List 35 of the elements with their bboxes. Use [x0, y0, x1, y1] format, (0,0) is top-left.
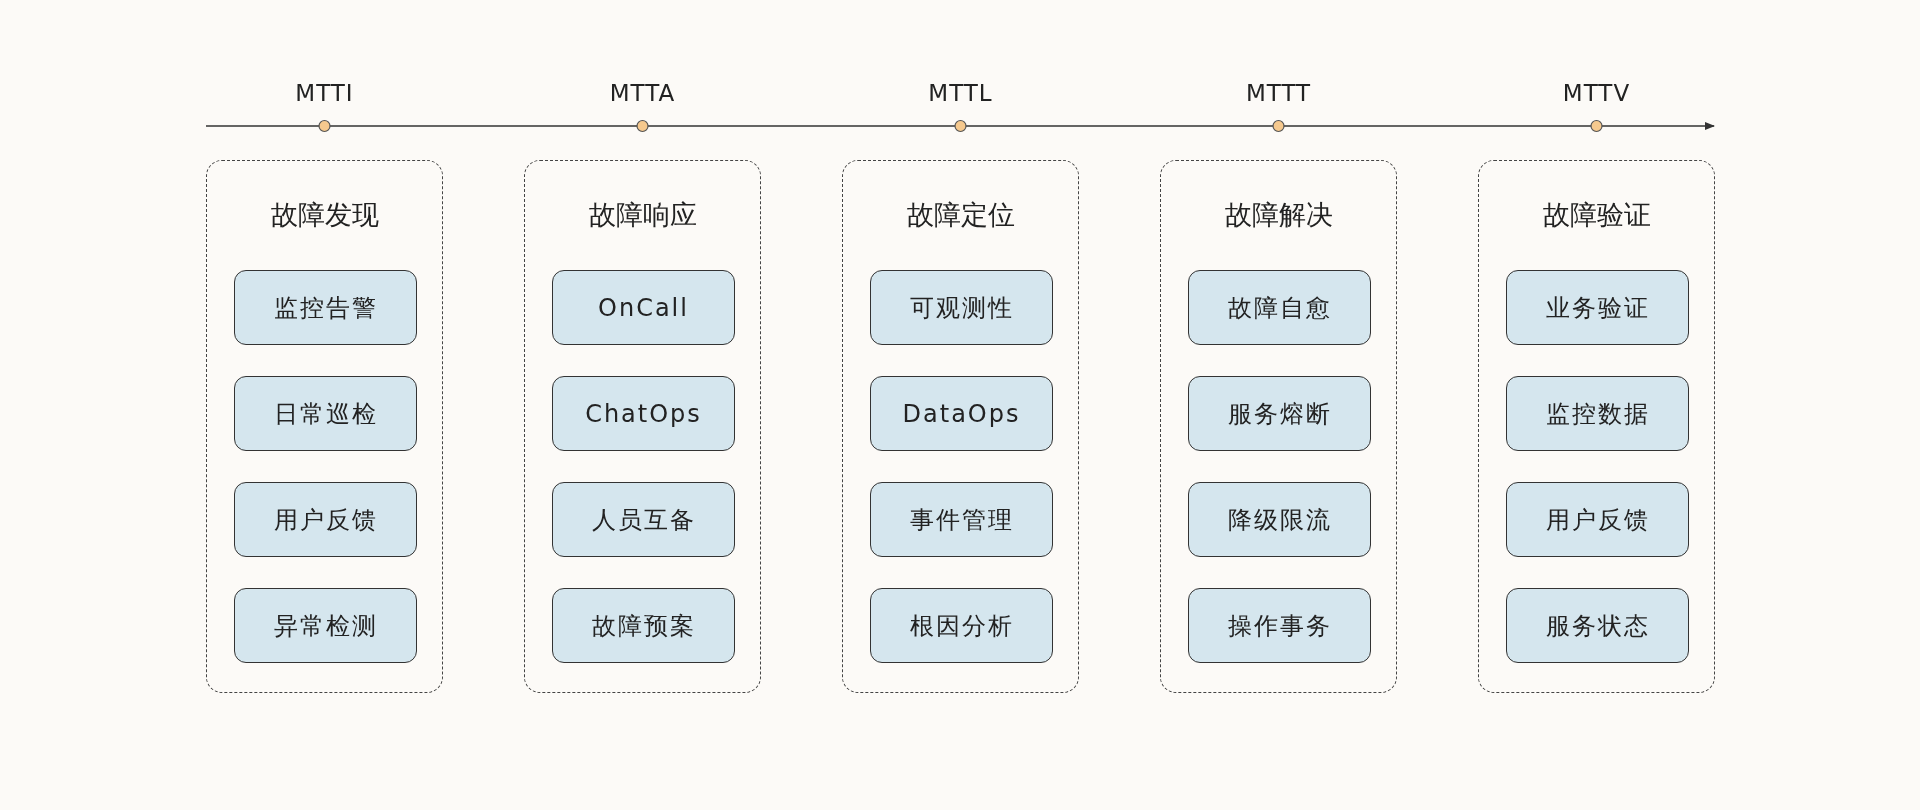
practice-box: 降级限流	[1188, 482, 1371, 557]
practice-box: 业务验证	[1506, 270, 1689, 345]
practice-box: 用户反馈	[234, 482, 417, 557]
stage-group-box	[524, 160, 761, 693]
practice-box: DataOps	[870, 376, 1053, 451]
practice-box: OnCall	[552, 270, 735, 345]
practice-box: 日常巡检	[234, 376, 417, 451]
practice-box: 监控告警	[234, 270, 417, 345]
practice-box: ChatOps	[552, 376, 735, 451]
milestone-label: MTTT	[1245, 80, 1312, 106]
group-heading: 故障响应	[587, 198, 698, 232]
practice-box: 根因分析	[870, 588, 1053, 663]
stage-group-box	[842, 160, 1079, 693]
group-heading: 故障定位	[905, 198, 1016, 232]
practice-box: 监控数据	[1506, 376, 1689, 451]
practice-box: 服务状态	[1506, 588, 1689, 663]
group-heading: 故障解决	[1223, 198, 1334, 232]
practice-box: 服务熔断	[1188, 376, 1371, 451]
practice-box: 用户反馈	[1506, 482, 1689, 557]
stage-group-box	[1478, 160, 1715, 693]
practice-box: 异常检测	[234, 588, 417, 663]
milestone-label: MTTI	[295, 80, 354, 106]
milestone-label: MTTL	[928, 80, 993, 106]
practice-box: 操作事务	[1188, 588, 1371, 663]
practice-box: 事件管理	[870, 482, 1053, 557]
stage-group-box	[1160, 160, 1397, 693]
milestone-label: MTTA	[609, 80, 676, 106]
practice-box: 故障自愈	[1188, 270, 1371, 345]
practice-box: 故障预案	[552, 588, 735, 663]
group-heading: 故障发现	[269, 198, 380, 232]
milestone-label: MTTV	[1562, 80, 1631, 106]
group-heading: 故障验证	[1541, 198, 1652, 232]
stage-group-box	[206, 160, 443, 693]
practice-box: 人员互备	[552, 482, 735, 557]
practice-box: 可观测性	[870, 270, 1053, 345]
